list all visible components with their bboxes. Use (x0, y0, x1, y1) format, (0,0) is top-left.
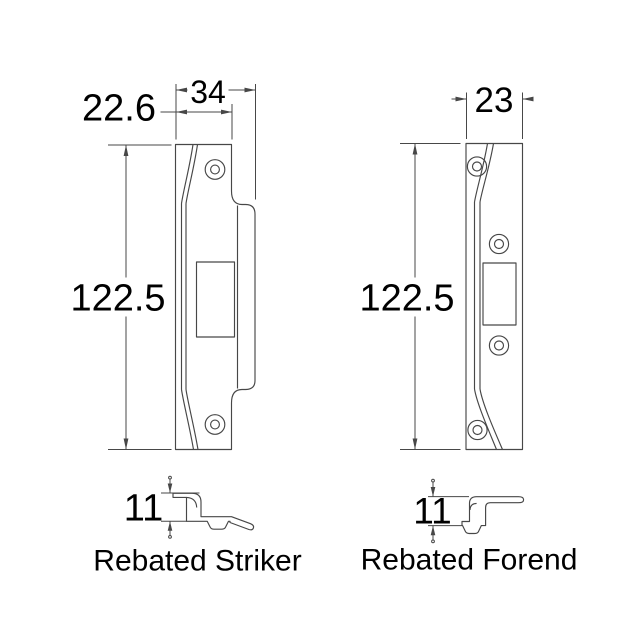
striker-top-corner-curve-outer (180, 144, 194, 204)
arrowhead-down (123, 438, 129, 450)
striker-caption: Rebated Striker (93, 545, 301, 578)
forend-screw-hole-3-outer (488, 335, 510, 356)
striker-profile-outline (172, 492, 255, 531)
forend-dim-thickness-text: 11 (413, 491, 451, 532)
forend-dim-width-text: 23 (475, 81, 514, 120)
forend-profile-fold-radius (469, 502, 477, 511)
striker-screw-hole-bottom-inner (210, 419, 220, 430)
striker-end-view (172, 492, 255, 531)
striker-dim-height-text: 122.5 (70, 278, 165, 320)
forend-caption: Rebated Forend (361, 544, 578, 577)
forend-profile-outline (461, 496, 525, 535)
forend-front-view (465, 142, 524, 451)
arrowhead-right (221, 109, 232, 115)
forend-top-corner-curve-inner (479, 143, 495, 203)
forend-screw-hole-2-inner (493, 238, 505, 250)
dimension-arrowheads (123, 87, 534, 544)
striker-plate-outline (174, 143, 256, 451)
forend-end-view (461, 496, 525, 535)
drawing-linework (108, 84, 534, 540)
forend-top-corner-curve-outer (473, 143, 489, 203)
forend-bottom-corner-curve-outer (473, 388, 498, 450)
striker-dim-overall-width-text: 34 (190, 74, 226, 110)
forend-screw-hole-2-outer (488, 233, 510, 255)
forend-dimensions (400, 92, 534, 540)
drawing-text: 34 22.6 122.5 11 23 122.5 11 Rebated Str… (70, 74, 577, 578)
arrowhead-left (176, 87, 187, 93)
arrowhead-up (123, 145, 129, 156)
striker-top-corner-curve-inner (185, 144, 199, 204)
arrowhead-left (522, 96, 534, 102)
striker-profile-fold-radius (186, 496, 198, 508)
striker-latch-pocket (195, 261, 236, 338)
arrowhead-left (176, 109, 187, 115)
arrowhead-up (430, 525, 436, 536)
arrowhead-right (455, 96, 467, 102)
arrowhead-up (412, 143, 418, 155)
forend-bottom-corner-curve-inner (479, 388, 504, 450)
forend-screw-hole-4-outer (467, 419, 488, 441)
forend-plate-outline (465, 142, 524, 451)
striker-screw-hole-bottom-outer (204, 414, 226, 435)
forend-screw-hole-1-outer (466, 156, 488, 177)
arrow-tail-dot (168, 475, 172, 480)
arrowhead-right (244, 87, 256, 93)
arrowhead-up (167, 521, 173, 531)
forend-latch-pocket (482, 262, 517, 326)
striker-front-view (174, 143, 256, 451)
arrowhead-down (167, 483, 173, 493)
striker-dim-plate-width-text: 22.6 (82, 88, 156, 130)
forend-screw-hole-1-inner (471, 161, 483, 172)
striker-screw-hole-top-outer (204, 159, 226, 180)
arrowhead-down (430, 487, 436, 497)
striker-bottom-corner-curve-outer (180, 389, 195, 450)
arrow-tail-dot (431, 478, 435, 483)
arrow-tail-dot (431, 539, 435, 544)
forend-screw-hole-4-inner (472, 424, 483, 436)
striker-screw-hole-top-inner (210, 164, 220, 175)
arrowhead-down (412, 438, 418, 450)
arrow-tail-dot (168, 535, 172, 539)
striker-bottom-corner-curve-inner (185, 389, 199, 450)
forend-screw-hole-3-inner (493, 340, 505, 351)
striker-dim-thickness-text: 11 (124, 488, 163, 530)
forend-dim-height-text: 122.5 (359, 278, 454, 320)
